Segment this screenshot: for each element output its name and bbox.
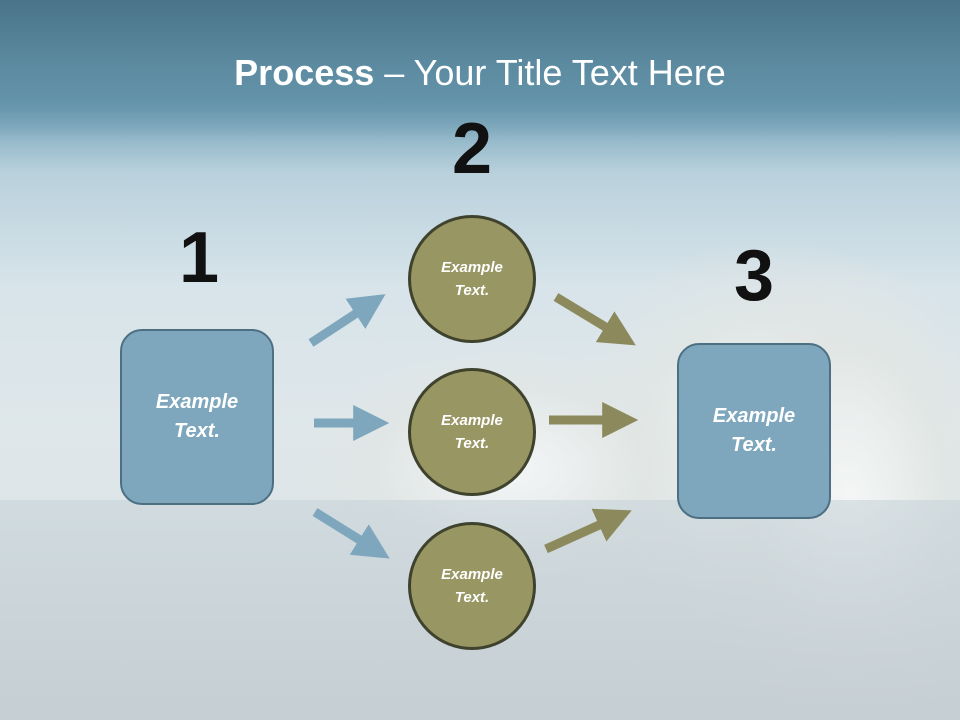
- arrow-from-circle-3: [544, 508, 632, 554]
- step-1-text: Example Text.: [155, 391, 239, 442]
- arrow-to-circle-3: [312, 508, 390, 559]
- step-number-3: 3: [733, 236, 775, 316]
- title-rest: – Your Title Text Here: [374, 52, 726, 93]
- step-number-1: 1: [178, 218, 220, 298]
- slide-title: Process – Your Title Text Here: [0, 52, 960, 94]
- arrow-from-circle-1: [553, 293, 636, 346]
- circle-text-top: Example Text.: [441, 259, 503, 299]
- step-3-text: Example Text.: [712, 405, 796, 456]
- step-2-circle-bottom: Example Text.: [408, 522, 536, 650]
- step-number-2: 2: [451, 109, 493, 189]
- step-3-box: Example Text.: [677, 343, 831, 519]
- title-bold: Process: [234, 52, 375, 93]
- circle-text-bottom: Example Text.: [441, 566, 503, 606]
- circle-text-middle: Example Text.: [441, 412, 503, 452]
- title-band: [0, 0, 960, 140]
- step-2-circle-middle: Example Text.: [408, 368, 536, 496]
- step-2-circle-top: Example Text.: [408, 215, 536, 343]
- arrow-to-circle-1: [308, 294, 386, 347]
- step-1-box: Example Text.: [120, 329, 274, 505]
